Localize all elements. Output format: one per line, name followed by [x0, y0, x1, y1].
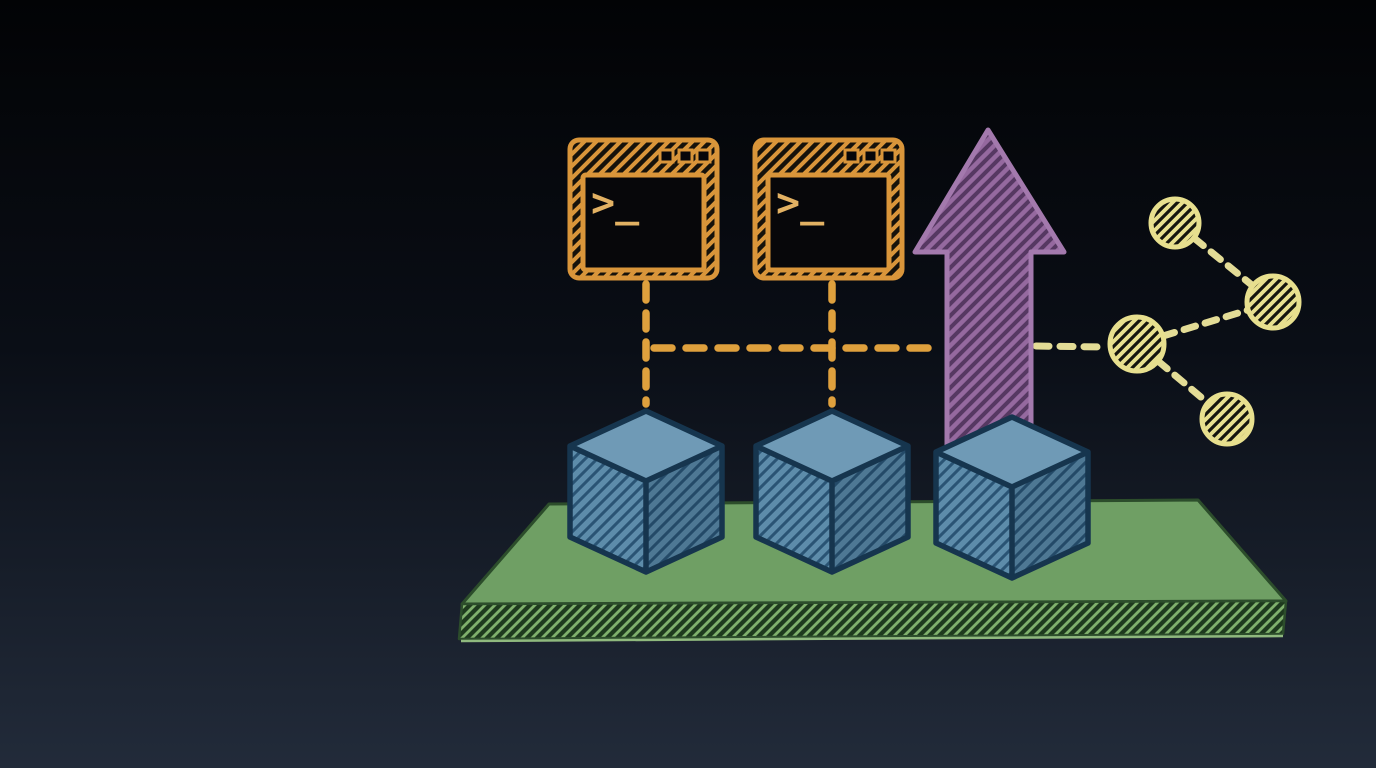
cube-left-face: [570, 446, 646, 572]
network-node-2: [1244, 273, 1302, 331]
terminal-window-2: >_: [752, 137, 905, 281]
cube-outline: [933, 414, 1091, 581]
cube-2: [753, 408, 911, 575]
cube-left-face: [756, 446, 832, 572]
terminal-prompt-icon: >_: [591, 180, 640, 226]
cube-1: [567, 408, 725, 575]
network-node-3: [1107, 314, 1167, 374]
cube-right-face: [832, 446, 908, 572]
cube-left-face: [936, 452, 1012, 578]
terminal-window-1: >_: [567, 137, 720, 281]
network-link-3: [1154, 357, 1212, 407]
cube-3: [933, 414, 1091, 581]
cube-right-shade: [646, 446, 722, 572]
cube-outline: [567, 408, 725, 575]
terminal-button: [843, 148, 860, 164]
cube-right-shade: [832, 446, 908, 572]
terminal-titlebar-buttons: [658, 148, 712, 164]
cube-right-face: [1012, 452, 1088, 578]
terminal-titlebar-buttons: [843, 148, 897, 164]
platform-front-edge: [457, 599, 1288, 641]
terminal-button: [880, 148, 897, 164]
network-share-icon: [1107, 196, 1302, 447]
cube-outline: [753, 408, 911, 575]
terminal-screen: [765, 172, 892, 273]
cube-right-face: [646, 446, 722, 572]
terminal-button: [658, 148, 675, 164]
cube-right-shade: [1012, 452, 1088, 578]
platform-bottom-highlight: [460, 634, 1284, 643]
network-link-2: [1159, 306, 1252, 340]
terminal-prompt-icon: >_: [776, 180, 825, 226]
network-node-4: [1199, 391, 1255, 447]
dashed-connector-to-network: [1032, 342, 1106, 351]
connector-lines: [642, 280, 1106, 408]
terminal-button: [862, 148, 879, 164]
terminal-screen: [580, 172, 707, 273]
terminal-button: [677, 148, 694, 164]
terminal-button: [695, 148, 712, 164]
network-node-1: [1148, 196, 1202, 250]
network-link-1: [1190, 234, 1257, 290]
